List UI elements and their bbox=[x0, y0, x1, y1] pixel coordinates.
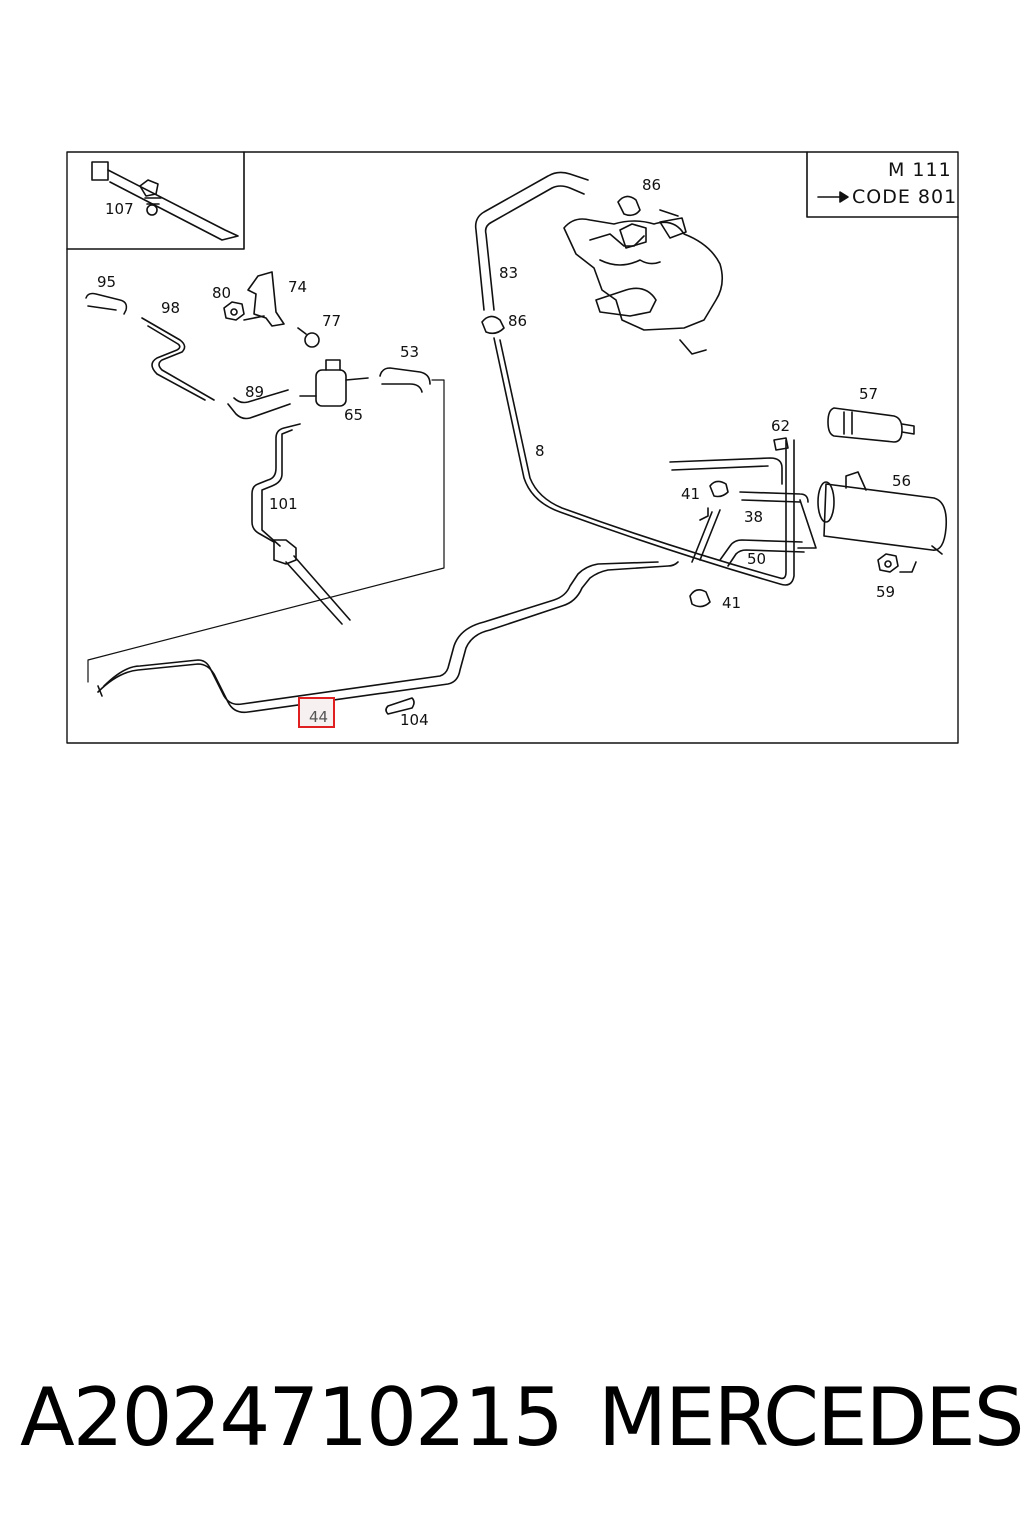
bolt-77 bbox=[297, 327, 320, 348]
callout-74: 74 bbox=[288, 278, 307, 296]
callout-44[interactable]: 44 bbox=[309, 708, 328, 726]
callout-101: 101 bbox=[269, 495, 298, 513]
hose-50 bbox=[719, 539, 805, 567]
callout-89: 89 bbox=[245, 383, 264, 401]
hose-89 bbox=[227, 403, 291, 420]
diagram-frame bbox=[66, 151, 959, 744]
callout-95: 95 bbox=[97, 273, 116, 291]
valve-65 bbox=[299, 359, 369, 407]
callout-86-top: 86 bbox=[642, 176, 661, 194]
callout-83: 83 bbox=[499, 264, 518, 282]
connector-104 bbox=[385, 697, 415, 715]
callout-41-lower: 41 bbox=[722, 594, 741, 612]
bracket-74 bbox=[247, 271, 285, 327]
part-number: A2024710215 bbox=[20, 1371, 564, 1464]
callout-53: 53 bbox=[400, 343, 419, 361]
line-8 bbox=[493, 337, 795, 586]
nut-80 bbox=[223, 301, 245, 321]
inset-box bbox=[66, 151, 245, 250]
hose-98 bbox=[141, 317, 215, 401]
callout-62: 62 bbox=[771, 417, 790, 435]
callout-56: 56 bbox=[892, 472, 911, 490]
code-label: CODE 801 bbox=[852, 186, 957, 208]
engine-cover bbox=[563, 209, 724, 355]
line-44 bbox=[97, 561, 679, 714]
clip-86-lower bbox=[481, 315, 505, 335]
clip-41-lower bbox=[689, 588, 711, 608]
filter-57 bbox=[827, 407, 915, 443]
callout-8: 8 bbox=[535, 442, 545, 460]
callout-77: 77 bbox=[322, 312, 341, 330]
sensor-101 bbox=[251, 423, 301, 543]
caption: A2024710215 MERCEDES bbox=[0, 1368, 1024, 1478]
callout-107: 107 bbox=[105, 200, 134, 218]
hose-95 bbox=[85, 292, 128, 315]
parts-diagram: M 111 CODE 801 107 95 98 80 74 77 89 65 … bbox=[66, 151, 959, 744]
nut-59 bbox=[877, 553, 917, 573]
hose-53 bbox=[379, 367, 431, 385]
hose-83 bbox=[474, 171, 589, 311]
highlight-box[interactable] bbox=[298, 697, 335, 728]
callout-50: 50 bbox=[747, 550, 766, 568]
callout-41-top: 41 bbox=[681, 485, 700, 503]
callout-80: 80 bbox=[212, 284, 231, 302]
callout-65: 65 bbox=[344, 406, 363, 424]
clip-86-top bbox=[617, 195, 641, 217]
callout-98: 98 bbox=[161, 299, 180, 317]
engine-label: M 111 bbox=[888, 159, 952, 181]
code-box bbox=[806, 151, 959, 218]
arrow-icon bbox=[817, 191, 849, 203]
callout-86-lower: 86 bbox=[508, 312, 527, 330]
cap-62 bbox=[773, 437, 789, 451]
callout-57: 57 bbox=[859, 385, 878, 403]
callout-104: 104 bbox=[400, 711, 429, 729]
hose-41-top bbox=[669, 457, 783, 498]
callout-59: 59 bbox=[876, 583, 895, 601]
cable-tie-107 bbox=[91, 161, 239, 241]
callout-38: 38 bbox=[744, 508, 763, 526]
hose-38 bbox=[739, 491, 809, 503]
canister-56 bbox=[817, 471, 948, 555]
brand-name: MERCEDES bbox=[598, 1371, 1024, 1464]
